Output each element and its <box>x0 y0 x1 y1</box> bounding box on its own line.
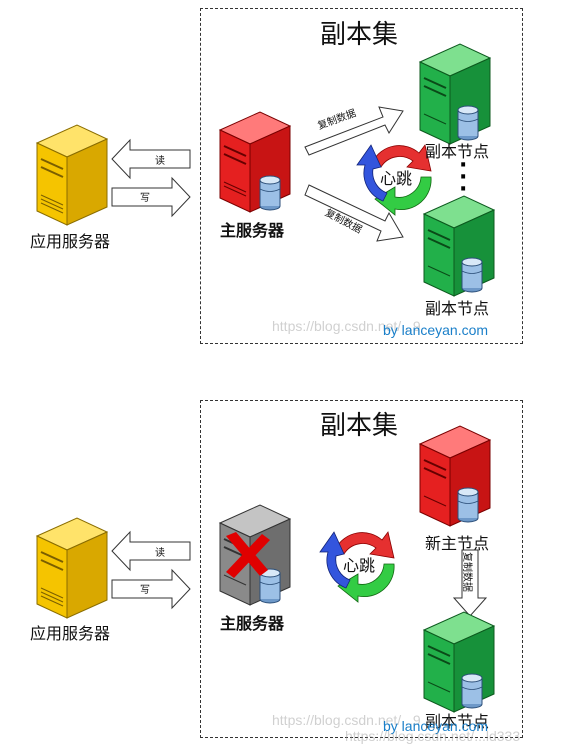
replicate-arrow-down <box>304 184 404 242</box>
credit-top: by lanceyan.com <box>383 322 489 338</box>
replica-set-box-bottom <box>200 400 523 738</box>
replicate-label-vertical: 复制数据 <box>461 552 472 592</box>
replica-set-title-top: 副本集 <box>320 20 399 50</box>
credit-bottom: by lanceyan.com <box>383 718 489 734</box>
read-arrow <box>111 138 191 180</box>
watermark-top: https://blog.csdn.net/...9 <box>272 318 421 334</box>
replica-set-box-top <box>200 8 523 344</box>
replicate-arrow-vertical <box>452 549 488 617</box>
replica-node-label-1: 副本节点 <box>425 142 490 161</box>
replica-node-label-bottom: 副本节点 <box>425 712 490 731</box>
app-server-label-bottom: 应用服务器 <box>30 624 111 643</box>
primary-server-icon <box>218 111 292 213</box>
write-label-bottom: 写 <box>140 585 150 596</box>
read-label-bottom: 读 <box>155 548 165 559</box>
watermark-bottom-2: https://blog.csdn.net/...ld333 <box>345 728 521 744</box>
replica-node-label-2: 副本节点 <box>425 299 490 318</box>
heartbeat-label-bottom: 心跳 <box>343 556 376 575</box>
replica-server-icon <box>418 43 492 145</box>
app-server-icon <box>36 517 108 619</box>
read-arrow <box>111 530 191 572</box>
heartbeat-label-top: 心跳 <box>380 169 413 188</box>
replicate-arrow-up <box>304 106 404 156</box>
replica-set-title-bottom: 副本集 <box>320 411 399 441</box>
replica-server-icon <box>422 195 496 297</box>
replica-server-icon <box>422 611 496 713</box>
ellipsis-dots: ··· <box>459 153 468 202</box>
write-label-top: 写 <box>140 193 150 204</box>
heartbeat-cycle-icon <box>356 144 432 216</box>
app-server-icon <box>36 124 108 226</box>
primary-server-label-bottom: 主服务器 <box>220 614 285 633</box>
watermark-bottom: https://blog.csdn.net/...9 <box>272 712 421 728</box>
read-label-top: 读 <box>155 156 165 167</box>
write-arrow <box>111 176 191 218</box>
fail-x-icon <box>226 532 270 578</box>
app-server-label-top: 应用服务器 <box>30 232 111 251</box>
new-primary-label: 新主节点 <box>425 534 490 553</box>
primary-server-label-top: 主服务器 <box>220 221 285 240</box>
heartbeat-cycle-icon <box>319 531 395 603</box>
write-arrow <box>111 568 191 610</box>
new-primary-server-icon <box>418 425 492 527</box>
